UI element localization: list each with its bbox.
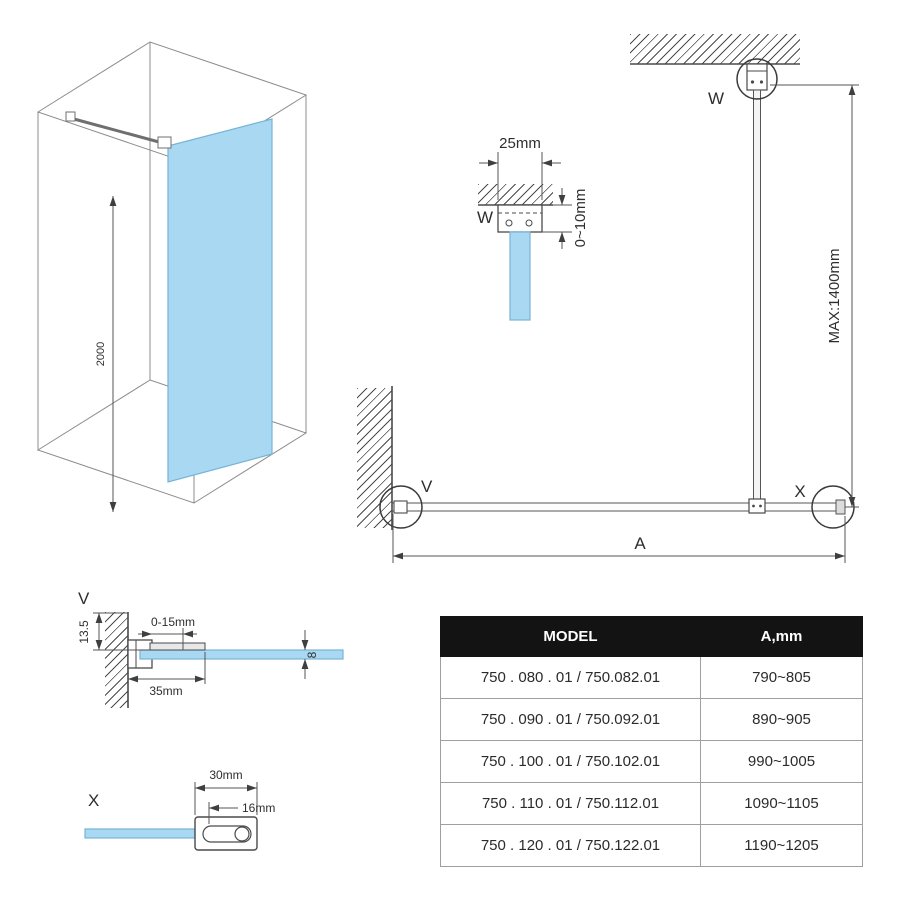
elevation-max-height-dimension bbox=[770, 84, 859, 508]
a-cell: 990~1005 bbox=[700, 740, 863, 783]
detail-v-label: V bbox=[78, 589, 90, 608]
table-row: 750 . 120 . 01 / 750.122.01 1190~1205 bbox=[440, 824, 863, 867]
detail-w-ceiling-hatch bbox=[478, 184, 553, 205]
detail-callout-v-circle bbox=[379, 485, 423, 529]
model-cell: 750 . 120 . 01 / 750.122.01 bbox=[440, 824, 701, 867]
elevation-x-label: X bbox=[794, 482, 805, 501]
detail-v-depth-dim-label: 35mm bbox=[149, 684, 182, 698]
detail-x-width-dim-label: 30mm bbox=[209, 768, 242, 782]
elevation-glass-panel bbox=[391, 502, 846, 512]
detail-v-range-dim-label: 0-15mm bbox=[151, 615, 195, 629]
model-table: MODEL A,mm 750 . 080 . 01 / 750.082.01 7… bbox=[440, 616, 863, 867]
elevation-ceiling-hatch bbox=[630, 34, 800, 64]
elevation-ceiling-bracket bbox=[746, 63, 768, 91]
elevation-v-label: V bbox=[421, 477, 433, 496]
a-cell: 1090~1105 bbox=[700, 782, 863, 825]
detail-w-gap-dim-label: 0~10mm bbox=[572, 189, 589, 248]
elevation-support-bar bbox=[753, 89, 761, 503]
elevation-w-label: W bbox=[708, 89, 724, 108]
elevation-a-dim-label: A bbox=[634, 534, 646, 553]
a-cell: 890~905 bbox=[700, 698, 863, 741]
elevation-end-cap bbox=[835, 499, 846, 515]
detail-w-gap-dimension bbox=[542, 188, 572, 249]
detail-v-depth-dimension bbox=[128, 652, 206, 684]
model-cell: 750 . 100 . 01 / 750.102.01 bbox=[440, 740, 701, 783]
a-cell: 790~805 bbox=[700, 656, 863, 699]
table-row: 750 . 100 . 01 / 750.102.01 990~1005 bbox=[440, 740, 863, 783]
table-row: 750 . 080 . 01 / 750.082.01 790~805 bbox=[440, 656, 863, 699]
detail-v-offset-dimension bbox=[93, 612, 150, 651]
table-row: 750 . 090 . 01 / 750.092.01 890~905 bbox=[440, 698, 863, 741]
iso-support-bar bbox=[65, 111, 172, 149]
elevation-bar-glass-junction bbox=[748, 498, 766, 514]
detail-x-label: X bbox=[88, 791, 99, 810]
detail-callout-w-circle bbox=[736, 58, 778, 100]
table-header-row: MODEL A,mm bbox=[440, 616, 863, 657]
detail-v-offset-dim-label: 13.5 bbox=[77, 620, 91, 644]
detail-v-range-dimension bbox=[138, 628, 197, 650]
detail-x-slot-dimension bbox=[208, 802, 238, 824]
elevation-wall-hatch bbox=[357, 388, 392, 528]
detail-x-section bbox=[84, 816, 258, 851]
detail-x-slot-dim-label: 16mm bbox=[242, 801, 275, 815]
table-header-a: A,mm bbox=[700, 616, 863, 657]
detail-v-thickness-dimension bbox=[301, 630, 309, 679]
iso-height-dim-label: 2000 bbox=[95, 342, 107, 366]
detail-v-wall-hatch bbox=[105, 612, 128, 708]
table-header-model: MODEL bbox=[440, 616, 701, 657]
detail-w-label: W bbox=[477, 208, 493, 227]
elevation-max-height-dim-label: MAX:1400mm bbox=[826, 248, 843, 343]
detail-w-width-dimension bbox=[479, 152, 561, 200]
iso-height-dimension bbox=[109, 196, 117, 512]
detail-v-thickness-dim-label: 8 bbox=[305, 651, 319, 658]
elevation-wall bbox=[391, 386, 408, 530]
detail-w-section bbox=[478, 204, 553, 321]
detail-w-width-dim-label: 25mm bbox=[499, 135, 541, 152]
a-cell: 1190~1205 bbox=[700, 824, 863, 867]
model-cell: 750 . 110 . 01 / 750.112.01 bbox=[440, 782, 701, 825]
model-cell: 750 . 080 . 01 / 750.082.01 bbox=[440, 656, 701, 699]
model-cell: 750 . 090 . 01 / 750.092.01 bbox=[440, 698, 701, 741]
elevation-a-dimension bbox=[392, 514, 846, 563]
iso-glass-panel bbox=[167, 118, 273, 483]
detail-x-width-dimension bbox=[194, 782, 258, 815]
detail-v-section bbox=[127, 612, 344, 708]
table-row: 750 . 110 . 01 / 750.112.01 1090~1105 bbox=[440, 782, 863, 825]
